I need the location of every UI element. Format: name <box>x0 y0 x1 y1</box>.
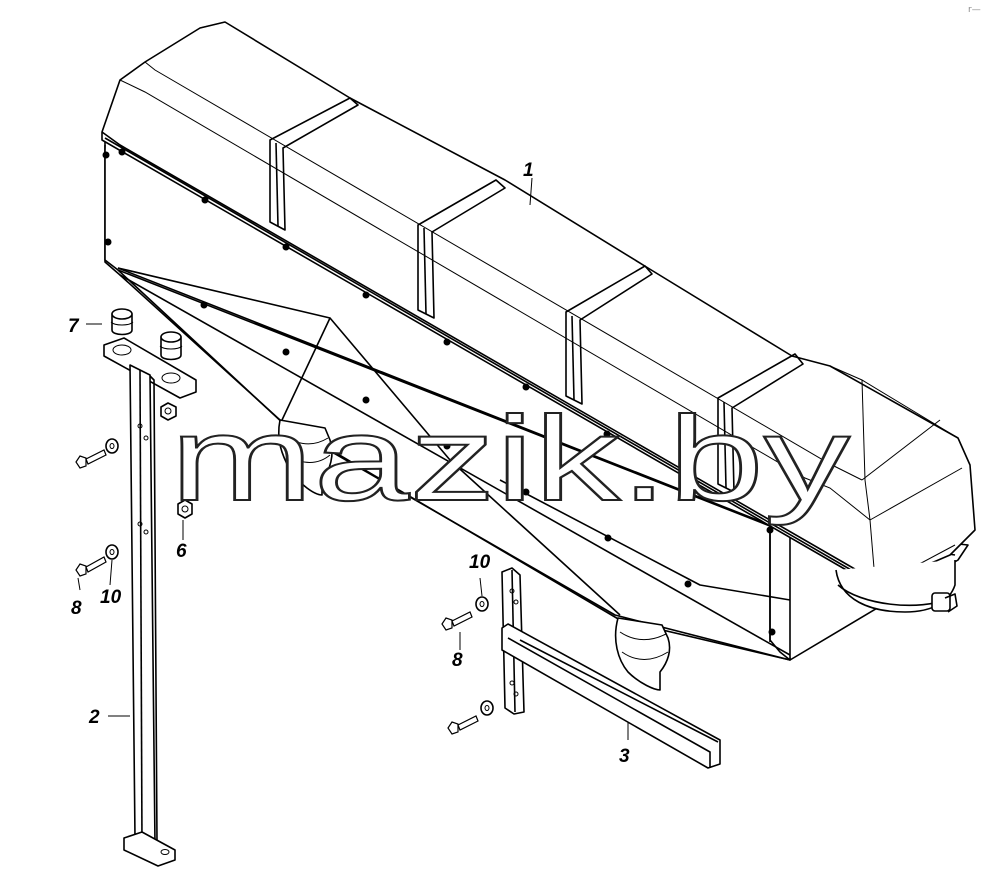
callout-1: 1 <box>523 160 534 181</box>
right-bolt-lower <box>447 700 494 735</box>
right-bracket <box>501 567 721 769</box>
right-bolt-upper <box>441 596 489 631</box>
left-bolt-lower <box>75 544 119 577</box>
nut-upper <box>160 402 177 421</box>
callout-3: 3 <box>619 746 630 767</box>
rubber-mount-1 <box>110 308 134 336</box>
clamp-band-3 <box>565 265 653 405</box>
muffler-assembly <box>101 21 976 691</box>
clamp-band-2 <box>417 179 506 319</box>
nut-lower <box>177 499 193 519</box>
watermark-text: mazik.by <box>170 392 850 526</box>
callout-10-left: 10 <box>100 587 122 608</box>
outlet-clamp-bolt <box>931 592 951 612</box>
callout-8-right: 8 <box>452 650 463 671</box>
rubber-mount-2 <box>159 331 183 361</box>
inlet-pipe-right <box>614 617 671 691</box>
muffler-lower-panel <box>104 145 969 661</box>
inlet-pipe-left <box>277 419 333 496</box>
callout-10-right: 10 <box>469 552 491 573</box>
callout-8-left: 8 <box>71 598 82 619</box>
stand-foot <box>123 831 176 867</box>
callout-7: 7 <box>68 316 80 337</box>
clamp-band-4 <box>717 353 804 493</box>
clamp-band-1 <box>269 97 359 231</box>
left-stand <box>103 337 197 867</box>
left-bolt-upper <box>75 438 119 469</box>
callouts: 1 2 3 6 7 8 10 10 8 <box>68 160 630 767</box>
callout-6: 6 <box>176 541 187 562</box>
corner-mark: r— <box>968 5 981 15</box>
leader-lines <box>77 177 629 740</box>
callout-2: 2 <box>88 707 100 728</box>
stand-post <box>129 364 156 847</box>
